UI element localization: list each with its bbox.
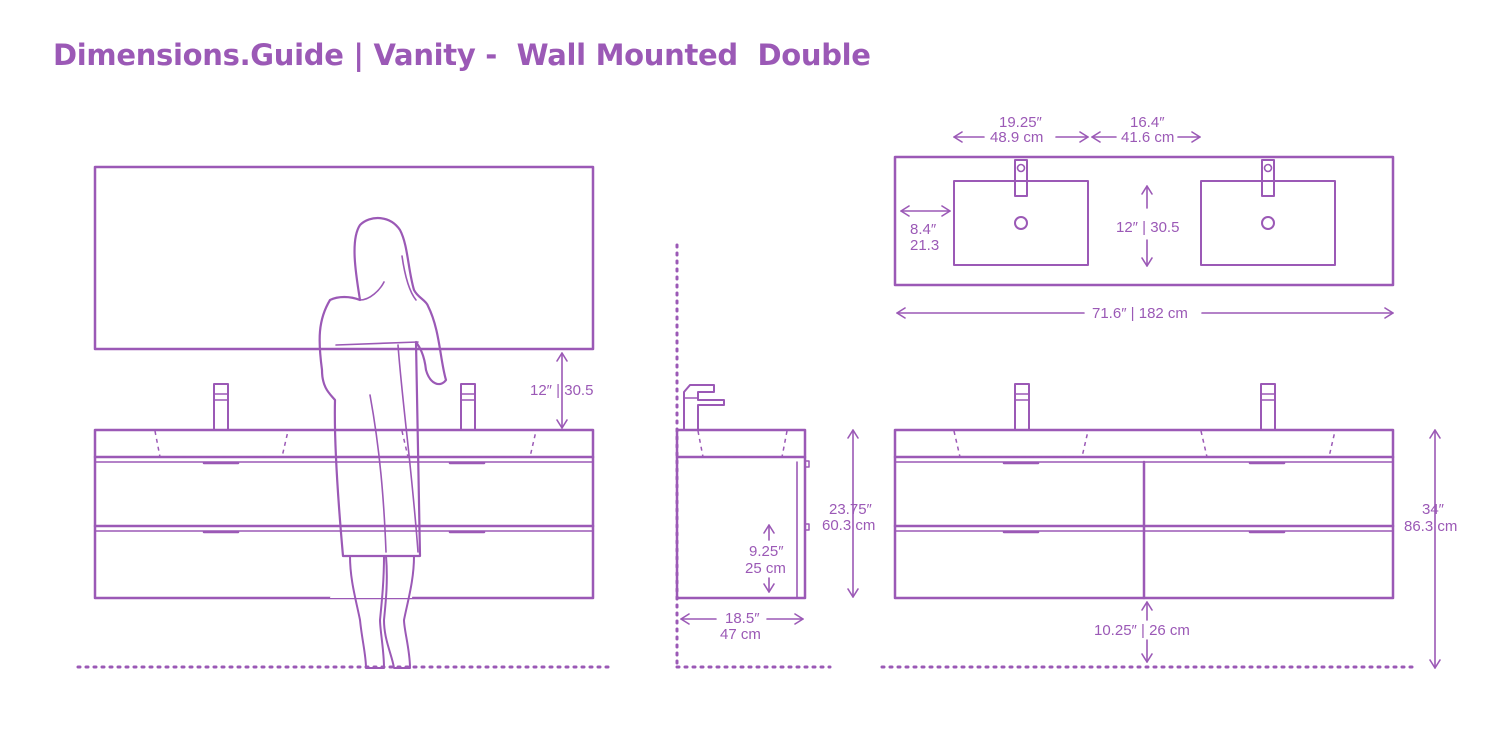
elevation-cabinet bbox=[893, 428, 1395, 600]
top-edge-offset-dimension: 8.4″ 21.3 bbox=[900, 205, 951, 254]
mirror-gap-label: 12″ | 30.5 bbox=[530, 382, 593, 399]
page-title: Dimensions.Guide | Vanity - Wall Mounted… bbox=[53, 38, 871, 72]
top-total-width-label: 71.6″ | 182 cm bbox=[1092, 305, 1188, 322]
mirror-gap-dimension: 12″ | 30.5 bbox=[530, 352, 593, 429]
top-sink-depth-dimension: 12″ | 30.5 bbox=[1116, 185, 1179, 267]
elevation-total-height-cm: 86.3 cm bbox=[1404, 518, 1457, 535]
elevation-total-height-in: 34″ bbox=[1422, 501, 1445, 518]
side-drawer-label-cm: 25 cm bbox=[745, 560, 786, 577]
side-height-label-cm: 60.3 cm bbox=[822, 517, 875, 534]
side-cabinet bbox=[675, 428, 810, 600]
elevation-faucet-left bbox=[1014, 383, 1030, 431]
elevation-total-height-dimension: 34″ 86.3 cm bbox=[1404, 429, 1457, 669]
side-drawer-dimension: 9.25″ 25 cm bbox=[745, 524, 786, 593]
side-view: 23.75″ 60.3 cm 9.25″ 25 cm 18.5″ 47 cm bbox=[675, 243, 875, 669]
top-sink-gap-in: 16.4″ bbox=[1130, 114, 1165, 131]
top-sink-gap-dimension: 16.4″ 41.6 cm bbox=[1091, 114, 1201, 146]
front-faucet-left bbox=[213, 383, 229, 431]
top-sink-width-cm: 48.9 cm bbox=[990, 129, 1043, 146]
elevation-floor-gap-label: 10.25″ | 26 cm bbox=[1094, 622, 1190, 639]
elevation-floor-gap-dimension: 10.25″ | 26 cm bbox=[1094, 601, 1190, 663]
top-sink-right bbox=[1200, 159, 1336, 266]
top-sink-gap-cm: 41.6 cm bbox=[1121, 129, 1174, 146]
person-figure bbox=[318, 217, 448, 669]
top-view: 19.25″ 48.9 cm 16.4″ 41.6 cm 8.4″ 21.3 1… bbox=[893, 114, 1395, 322]
side-faucet bbox=[683, 384, 725, 431]
front-faucet-right bbox=[460, 383, 476, 431]
front-view: 12″ | 30.5 bbox=[76, 165, 614, 669]
top-edge-offset-cm: 21.3 bbox=[910, 237, 939, 254]
side-drawer-label-in: 9.25″ bbox=[749, 543, 784, 560]
elevation-faucet-right bbox=[1260, 383, 1276, 431]
side-height-label-in: 23.75″ bbox=[829, 501, 873, 518]
top-countertop bbox=[893, 155, 1395, 287]
side-depth-label-cm: 47 cm bbox=[720, 626, 761, 643]
top-sink-width-dimension: 19.25″ 48.9 cm bbox=[953, 114, 1089, 146]
top-total-width-dimension: 71.6″ | 182 cm bbox=[896, 305, 1394, 322]
top-edge-offset-in: 8.4″ bbox=[910, 221, 937, 238]
side-depth-label-in: 18.5″ bbox=[725, 610, 760, 627]
mirror bbox=[93, 165, 595, 351]
top-sink-depth-label: 12″ | 30.5 bbox=[1116, 219, 1179, 236]
elevation-view: 10.25″ | 26 cm 34″ 86.3 cm bbox=[880, 383, 1457, 669]
top-sink-width-in: 19.25″ bbox=[999, 114, 1043, 131]
top-sink-left bbox=[953, 159, 1089, 266]
side-depth-dimension: 18.5″ 47 cm bbox=[680, 610, 804, 643]
side-height-dimension: 23.75″ 60.3 cm bbox=[822, 429, 875, 598]
